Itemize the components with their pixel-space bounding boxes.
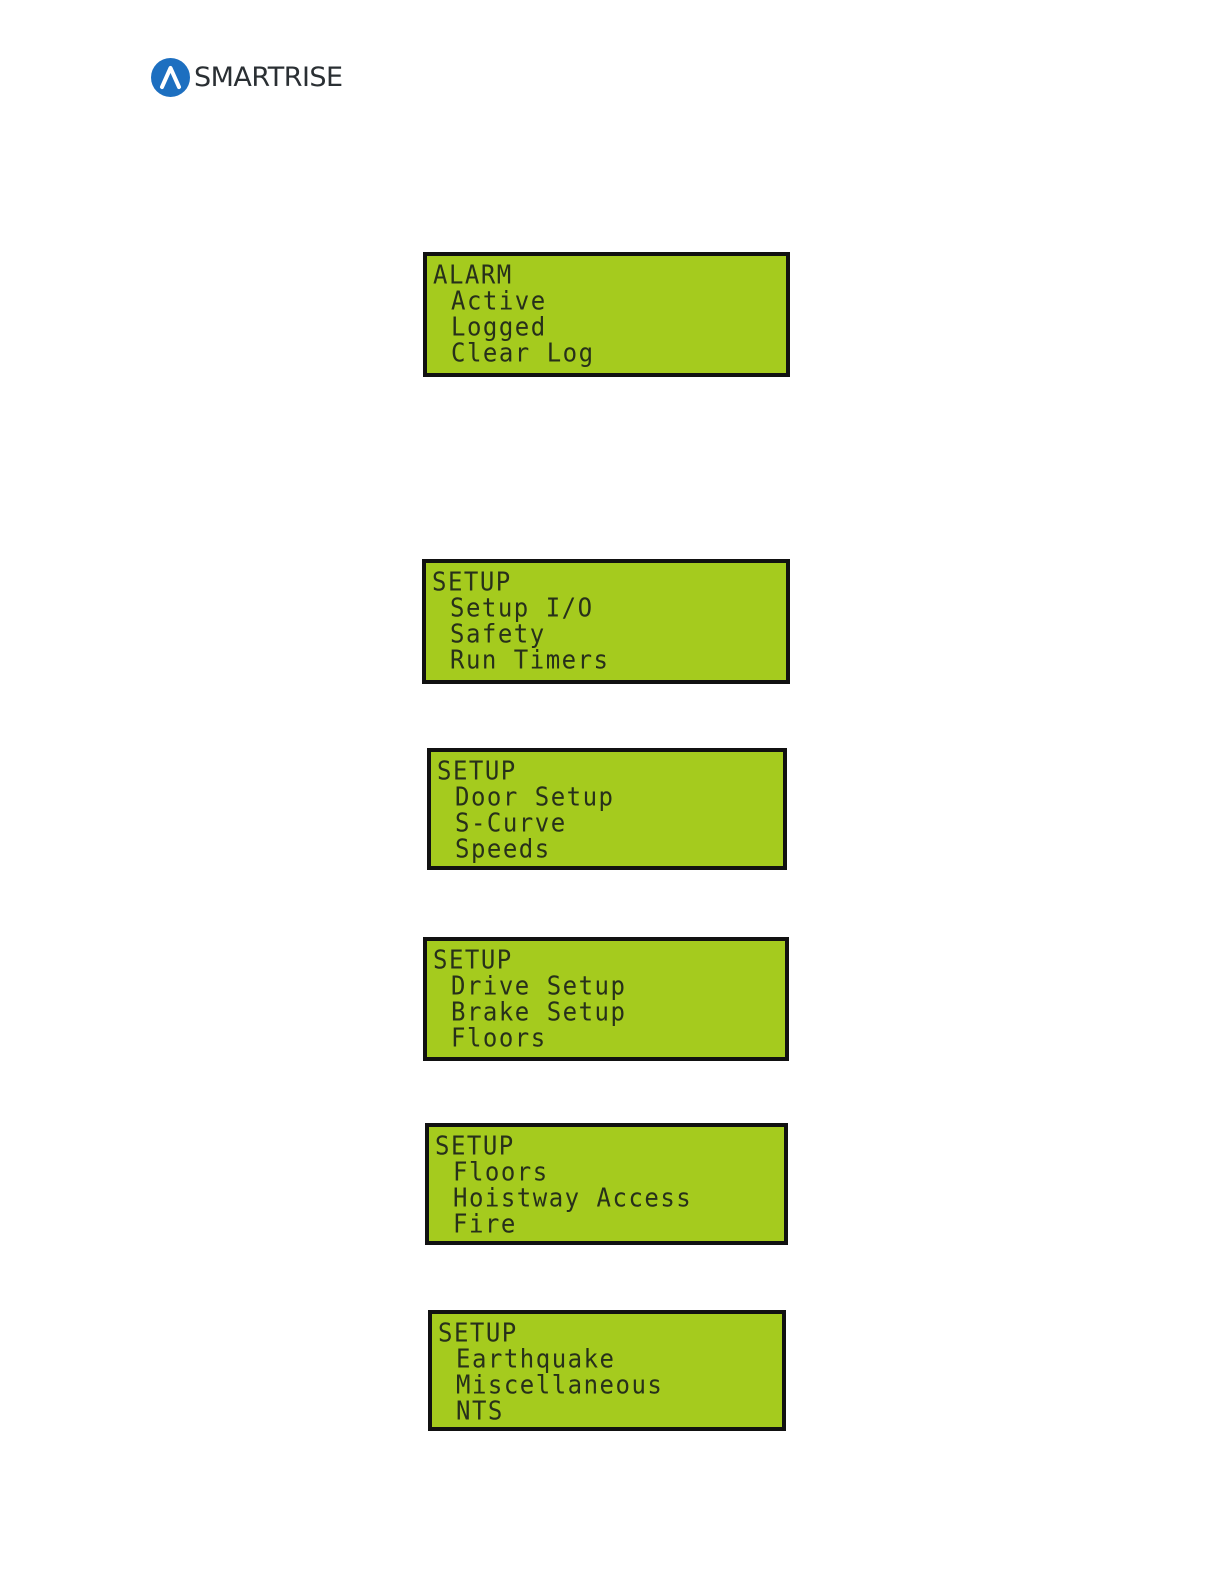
- lcd-menu-item: Logged: [433, 313, 780, 341]
- lcd-menu-item: Earthquake: [438, 1345, 776, 1373]
- lcd-title: SETUP: [433, 946, 779, 974]
- lcd-screen-alarm: ALARM Active Logged Clear Log: [423, 252, 790, 377]
- lcd-title: ALARM: [433, 261, 780, 289]
- lcd-menu-item: Miscellaneous: [438, 1371, 776, 1399]
- lcd-menu-item: Brake Setup: [433, 998, 779, 1026]
- lcd-menu-item: Floors: [433, 1024, 779, 1052]
- lcd-menu-item: Fire: [435, 1210, 778, 1238]
- lcd-title: SETUP: [438, 1319, 776, 1347]
- smartrise-logo-icon: [151, 58, 190, 97]
- lcd-menu-item: Floors: [435, 1158, 778, 1186]
- lcd-title: SETUP: [435, 1132, 778, 1160]
- lcd-title: SETUP: [432, 568, 780, 596]
- brand-name: SMARTRISE: [194, 62, 343, 93]
- lcd-screen-setup-2: SETUP Door Setup S-Curve Speeds: [427, 748, 787, 870]
- lcd-menu-item: Speeds: [437, 835, 777, 863]
- lcd-screen-setup-3: SETUP Drive Setup Brake Setup Floors: [423, 937, 789, 1061]
- lcd-menu-item: Active: [433, 287, 780, 315]
- lcd-menu-item: Hoistway Access: [435, 1184, 778, 1212]
- lcd-menu-item: Drive Setup: [433, 972, 779, 1000]
- lcd-menu-item: Door Setup: [437, 783, 777, 811]
- brand-logo: SMARTRISE: [151, 57, 343, 98]
- lcd-screen-setup-5: SETUP Earthquake Miscellaneous NTS: [428, 1310, 786, 1431]
- lcd-menu-item: NTS: [438, 1397, 776, 1425]
- lcd-screen-setup-4: SETUP Floors Hoistway Access Fire: [425, 1123, 788, 1245]
- lcd-title: SETUP: [437, 757, 777, 785]
- lcd-menu-item: Run Timers: [432, 646, 780, 674]
- lcd-menu-item: Safety: [432, 620, 780, 648]
- lcd-menu-item: Setup I/O: [432, 594, 780, 622]
- lcd-menu-item: Clear Log: [433, 339, 780, 367]
- lcd-menu-item: S-Curve: [437, 809, 777, 837]
- lcd-screen-setup-1: SETUP Setup I/O Safety Run Timers: [422, 559, 790, 684]
